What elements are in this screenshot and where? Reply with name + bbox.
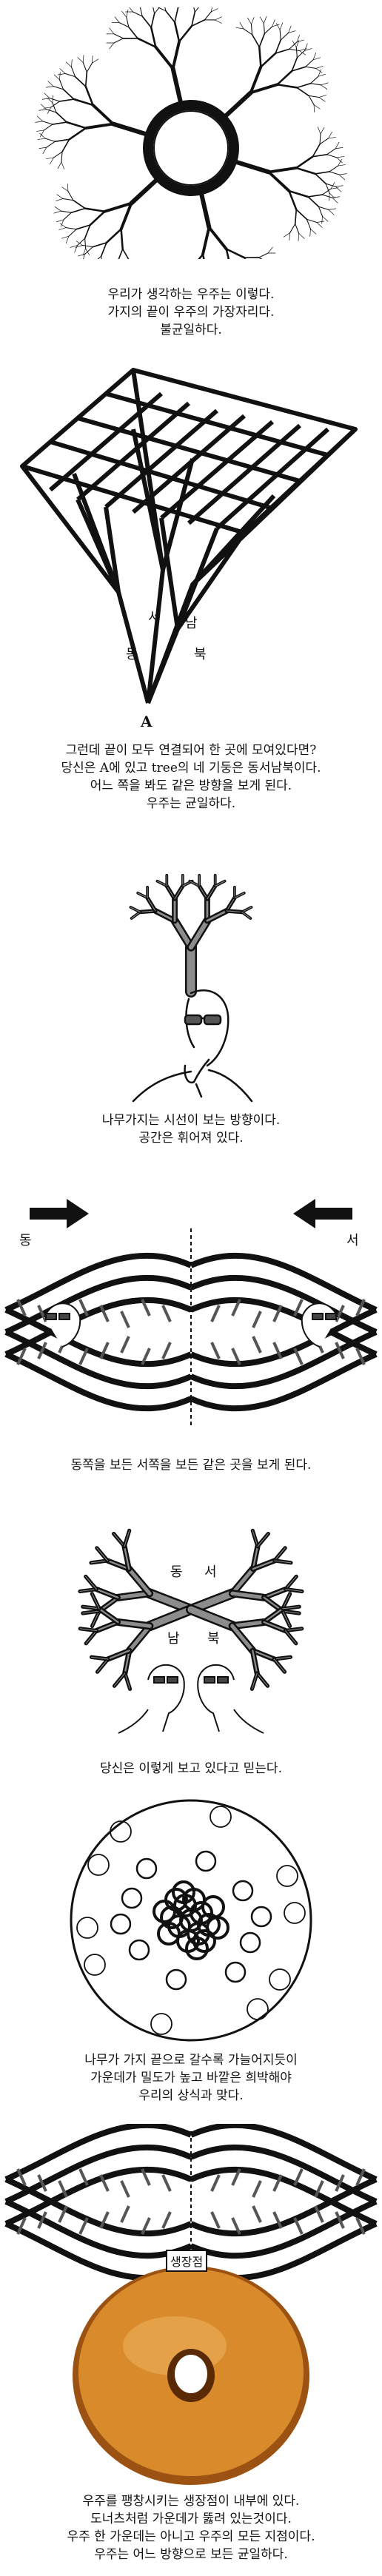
caption-line: 우주를 팽창시키는 생장점이 내부에 있다.: [82, 2494, 300, 2509]
caption-line: 불균일하다.: [160, 323, 222, 337]
lattice-tree-drawing: 서 남 동 북 A: [20, 368, 358, 730]
label-east: 동: [170, 1564, 183, 1580]
caption-5: 당신은 이렇게 보고 있다고 믿는다.: [0, 1760, 382, 1778]
label-south: 남: [167, 1631, 180, 1647]
caption-6: 나무가 가지 끝으로 갈수록 가늘어지듯이 가운데가 밀도가 높고 바깥은 희박…: [0, 2051, 382, 2105]
arrow-right-icon: [30, 1199, 89, 1228]
caption-line: 우리의 상식과 맞다.: [138, 2088, 244, 2103]
panel-gaze-tree: 나무가지는 시선이 보는 방향이다. 공간은 휘어져 있다.: [0, 821, 382, 1154]
panel-belief: 동 서 남 북 당신은 이렇게 보고 있다고 믿는다.: [0, 1487, 382, 1783]
caption-3: 나무가지는 시선이 보는 방향이다. 공간은 휘어져 있다.: [0, 1112, 382, 1147]
label-west: 서: [346, 1233, 359, 1248]
curved-space-drawing: 동 서: [4, 1199, 378, 1428]
panel-lattice-tree: 서 남 동 북 A 그런데 끝이 모두 연결되어 한 곳에 모여있다면? 당신은…: [0, 348, 382, 814]
donut-drawing: [4, 2124, 378, 2485]
panel-radial-tree: 우리가 생각하는 우주는 이렇다. 가지의 끝이 우주의 가장자리다. 불균일하…: [0, 0, 382, 337]
caption-line: 나무가지는 시선이 보는 방향이다.: [101, 1113, 281, 1128]
growth-point-badge: 생장점: [166, 2250, 208, 2272]
caption-line: 당신은 이렇게 보고 있다고 믿는다.: [100, 1761, 282, 1776]
arrow-left-icon: [293, 1199, 352, 1228]
caption-line: 어느 쪽을 봐도 같은 방향을 보게 된다.: [90, 778, 292, 793]
caption-line: 가지의 끝이 우주의 가장자리다.: [107, 305, 275, 320]
caption-7: 우주를 팽창시키는 생장점이 내부에 있다. 도너츠처럼 가운데가 뚫려 있는것…: [0, 2492, 382, 2563]
radial-tree-drawing: [35, 7, 347, 259]
label-south: 남: [185, 616, 198, 631]
panel-density: 나무가 가지 끝으로 갈수록 가늘어지듯이 가운데가 밀도가 높고 바깥은 희박…: [0, 1798, 382, 2109]
panel-donut: 생장점 우주를 팽창시키는 생장점이 내부에 있다. 도너츠처럼 가운데가 뚫려…: [0, 2124, 382, 2576]
caption-line: 당신은 A에 있고 tree의 네 기둥은 동서남북이다.: [61, 761, 321, 776]
caption-line: 우리가 생각하는 우주는 이렇다.: [107, 287, 275, 302]
label-west: 서: [148, 610, 161, 625]
caption-line: 그런데 끝이 모두 연결되어 한 곳에 모여있다면?: [65, 743, 317, 758]
caption-4: 동쪽을 보든 서쪽을 보든 같은 곳을 보게 된다.: [0, 1456, 382, 1474]
caption-line: 우주는 어느 방향으로 보든 균일하다.: [94, 2547, 288, 2562]
label-west: 서: [204, 1564, 217, 1580]
caption-line: 나무가 가지 끝으로 갈수록 가늘어지듯이: [84, 2053, 298, 2068]
panel-curved-space: 동 서 동쪽을 보든 서쪽을 보든 같은 곳을 보게 된다.: [0, 1162, 382, 1480]
belief-drawing: 동 서 남 북: [78, 1528, 304, 1734]
caption-2: 그런데 끝이 모두 연결되어 한 곳에 모여있다면? 당신은 A에 있고 tre…: [0, 741, 382, 813]
label-north: 북: [194, 647, 207, 662]
caption-line: 가운데가 밀도가 높고 바깥은 희박해야: [90, 2071, 292, 2085]
caption-line: 도너츠처럼 가운데가 뚫려 있는것이다.: [90, 2512, 292, 2526]
label-north: 북: [207, 1631, 220, 1647]
observer-figure: [132, 989, 253, 1103]
gaze-tree-drawing: [129, 873, 253, 1103]
caption-1: 우리가 생각하는 우주는 이렇다. 가지의 끝이 우주의 가장자리다. 불균일하…: [0, 286, 382, 339]
caption-line: 공간은 휘어져 있다.: [138, 1131, 244, 1146]
caption-line: 우주는 균일하다.: [146, 796, 236, 811]
label-east: 동: [19, 1233, 32, 1248]
caption-line: 동쪽을 보든 서쪽을 보든 같은 곳을 보게 된다.: [70, 1458, 312, 1473]
density-drawing: [70, 1799, 312, 2042]
caption-line: 우주 한 가운데는 아니고 우주의 모든 지점이다.: [67, 2529, 315, 2544]
label-east: 동: [126, 647, 138, 662]
label-a: A: [140, 713, 153, 730]
